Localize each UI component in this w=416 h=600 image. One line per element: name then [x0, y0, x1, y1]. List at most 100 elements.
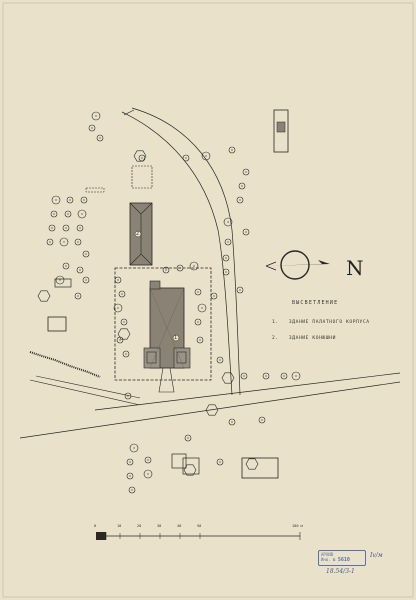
tree-icon [122, 350, 130, 358]
tree-center-dot [51, 227, 53, 229]
ditch [29, 351, 101, 378]
tree-icon [222, 268, 230, 276]
legend-item-1-number: 1. [272, 320, 279, 325]
tree-center-dot [199, 339, 201, 341]
tree-center-dot [283, 375, 285, 377]
tree-icon [216, 458, 224, 466]
tree-center-dot [239, 199, 241, 201]
tree-center-dot [53, 213, 55, 215]
tree-center-dot [197, 321, 199, 323]
outbuilding-left [47, 316, 67, 332]
side-path [29, 379, 141, 406]
large-tree-icon [37, 290, 51, 302]
tree-center-dot [231, 421, 233, 423]
tree-center-dot [197, 291, 199, 293]
tree-center-dot [117, 279, 119, 281]
tree-center-dot [131, 489, 133, 491]
tree-center-dot [129, 461, 131, 463]
north-letter: N [346, 256, 364, 280]
outbuilding-bottom-center [171, 453, 200, 475]
tree-icon [162, 266, 170, 274]
tree-icon [194, 318, 202, 326]
tree-icon [144, 456, 152, 464]
tree-icon [82, 250, 90, 258]
tree-icon [222, 254, 230, 262]
tree-center-dot [95, 115, 97, 117]
tree-center-dot [225, 271, 227, 273]
tree-center-dot [133, 447, 135, 449]
large-tree-icon [205, 404, 219, 416]
outbuilding-left-small [54, 278, 72, 288]
tree-center-dot [65, 265, 67, 267]
tree-icon [64, 210, 72, 218]
building-label-1: 1 [174, 335, 178, 341]
large-tree-icon [221, 372, 235, 384]
tree-icon [80, 196, 88, 204]
tree-center-dot [99, 137, 101, 139]
tree-center-dot [165, 269, 167, 271]
scale-label-50: 50 [197, 524, 202, 528]
tree-icon [189, 261, 199, 271]
handwritten-sheet: Iv/м [370, 552, 383, 559]
tree-icon [224, 238, 232, 246]
side-path-2 [35, 375, 141, 399]
tree-center-dot [123, 321, 125, 323]
archive-stamp: АРХИВ Инв. № 5610 [318, 550, 366, 566]
tree-icon [216, 356, 224, 364]
tree-center-dot [85, 253, 87, 255]
tree-icon [143, 469, 153, 479]
tree-center-dot [77, 295, 79, 297]
tree-center-dot [219, 359, 221, 361]
building-1-main [143, 280, 191, 393]
tree-icon [59, 237, 69, 247]
tree-icon [120, 318, 128, 326]
fence-segment [85, 187, 105, 193]
outbuilding-bottom-right [241, 457, 279, 479]
main-road-edge-2 [94, 372, 401, 411]
large-tree-icon [245, 458, 259, 470]
tree-icon [280, 372, 288, 380]
tree-center-dot [205, 155, 207, 157]
legend-item-2-text: ЗДАНИЕ КОНЮШНИ [288, 336, 336, 341]
tree-icon [96, 134, 104, 142]
scale-label-10: 10 [117, 524, 122, 528]
tree-icon [258, 416, 266, 424]
tree-icon [62, 224, 70, 232]
stamp-line-2: Инв. № [321, 557, 336, 562]
tree-icon [76, 266, 84, 274]
tree-icon [50, 210, 58, 218]
tree-center-dot [77, 241, 79, 243]
tree-icon [176, 264, 184, 272]
tree-center-dot [185, 157, 187, 159]
road-edge-inner [131, 107, 241, 396]
tree-icon [197, 303, 207, 313]
tree-icon [126, 472, 134, 480]
tree-icon [196, 336, 204, 344]
tree-center-dot [239, 289, 241, 291]
estate-fence [114, 267, 212, 381]
tree-center-dot [243, 375, 245, 377]
large-tree-icon [183, 464, 197, 476]
tree-icon [62, 262, 70, 270]
tree-center-dot [179, 267, 181, 269]
tree-icon [223, 217, 233, 227]
tree-center-dot [147, 459, 149, 461]
tree-center-dot [245, 171, 247, 173]
tree-icon [74, 238, 82, 246]
tree-icon [118, 290, 126, 298]
scale-label-100: 100 м [292, 524, 303, 528]
tree-icon [129, 443, 139, 453]
tree-center-dot [67, 213, 69, 215]
tree-center-dot [147, 473, 149, 475]
road-edge-outer [121, 111, 233, 396]
tree-icon [66, 196, 74, 204]
tree-center-dot [231, 149, 233, 151]
tree-symbols [37, 111, 301, 494]
tree-icon [82, 276, 90, 284]
tree-center-dot [85, 279, 87, 281]
tree-icon [210, 292, 218, 300]
tree-icon [51, 195, 61, 205]
large-tree-icon [117, 328, 131, 340]
